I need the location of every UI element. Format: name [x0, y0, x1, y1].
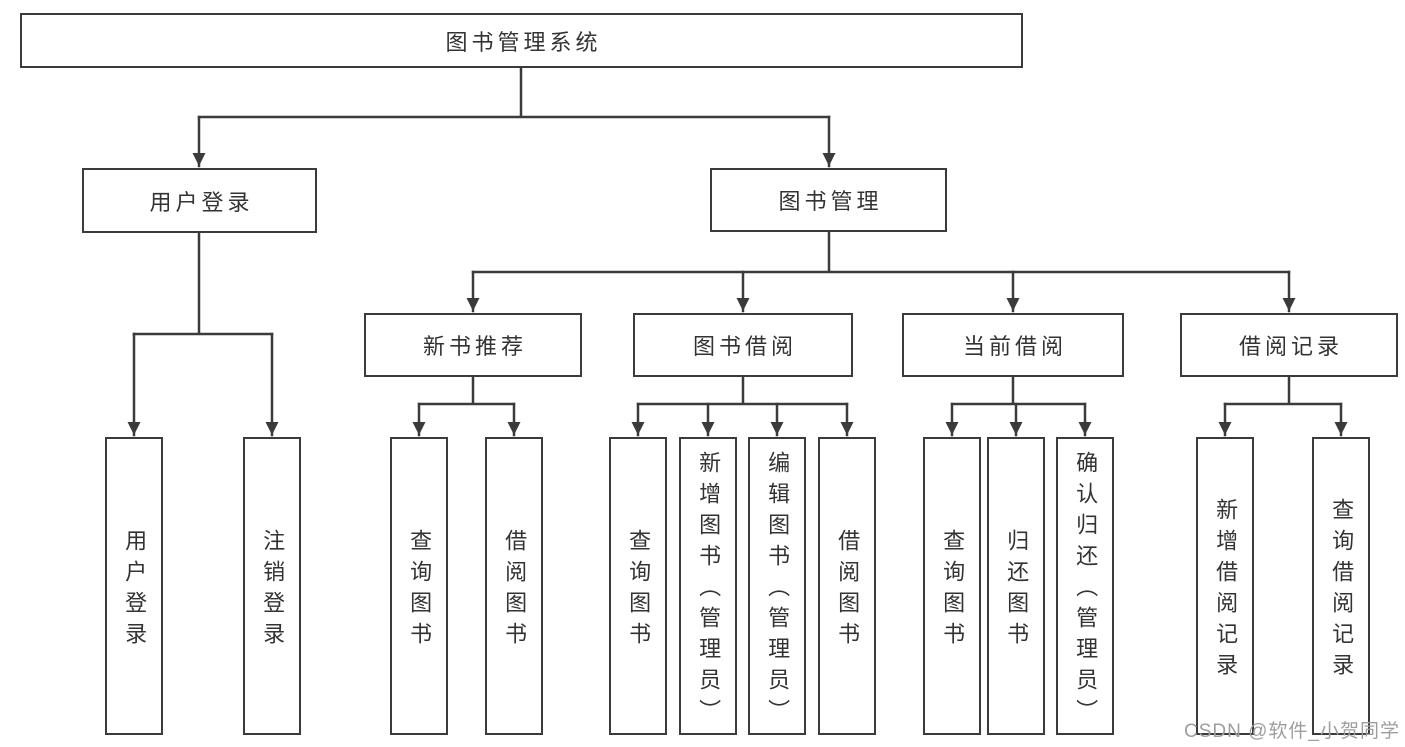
leaf-label: 查询借阅记录: [1329, 497, 1355, 684]
leaf-label: 新增图书（管理员）: [696, 451, 722, 730]
leaf-label: 查询图书: [940, 528, 966, 653]
leaf-label: 编辑图书（管理员）: [765, 451, 791, 730]
node-book-management: 图书管理: [710, 168, 947, 232]
node-leaf-borrow-book-recommend: 借阅图书: [485, 437, 543, 735]
connector-new-book-children: [412, 375, 521, 437]
node-leaf-query-borrow-record: 查询借阅记录: [1312, 437, 1370, 735]
connector-book-mgmt-children: [466, 230, 1296, 313]
node-leaf-query-book-borrow: 查询图书: [609, 437, 667, 735]
node-leaf-confirm-return-admin: 确认归还（管理员）: [1056, 437, 1114, 735]
node-leaf-add-book-admin: 新增图书（管理员）: [679, 437, 737, 735]
node-leaf-query-book-recommend: 查询图书: [390, 437, 448, 735]
node-new-book-recommend: 新书推荐: [364, 313, 582, 377]
watermark: CSDN @软件_小贺同学: [1184, 721, 1400, 742]
node-current-borrow: 当前借阅: [902, 313, 1124, 377]
leaf-label: 归还图书: [1004, 528, 1030, 653]
node-leaf-add-borrow-record: 新增借阅记录: [1196, 437, 1254, 735]
node-leaf-user-login: 用户登录: [105, 437, 163, 735]
connector-book-borrow-children: [631, 375, 854, 437]
leaf-label: 查询图书: [407, 528, 433, 653]
connector-user-login-children: [127, 231, 279, 437]
leaf-label: 注销登录: [260, 528, 286, 653]
node-user-login: 用户登录: [82, 168, 317, 233]
leaf-label: 确认归还（管理员）: [1073, 451, 1099, 730]
node-leaf-query-book-current: 查询图书: [923, 437, 981, 735]
connector-borrow-records-children: [1218, 375, 1348, 437]
node-leaf-borrow-book: 借阅图书: [818, 437, 876, 735]
leaf-label: 新增借阅记录: [1213, 497, 1239, 684]
connector-root-to-level2: [192, 66, 836, 168]
node-book-borrow: 图书借阅: [633, 313, 853, 377]
node-leaf-return-book: 归还图书: [987, 437, 1045, 735]
node-leaf-logout: 注销登录: [243, 437, 301, 735]
node-borrow-records: 借阅记录: [1180, 313, 1398, 377]
leaf-label: 借阅图书: [502, 528, 528, 653]
leaf-label: 用户登录: [122, 528, 148, 653]
node-root-system: 图书管理系统: [20, 13, 1023, 68]
leaf-label: 借阅图书: [835, 528, 861, 653]
leaf-label: 查询图书: [626, 528, 652, 653]
connector-current-borrow-children: [945, 375, 1092, 437]
node-leaf-edit-book-admin: 编辑图书（管理员）: [748, 437, 806, 735]
